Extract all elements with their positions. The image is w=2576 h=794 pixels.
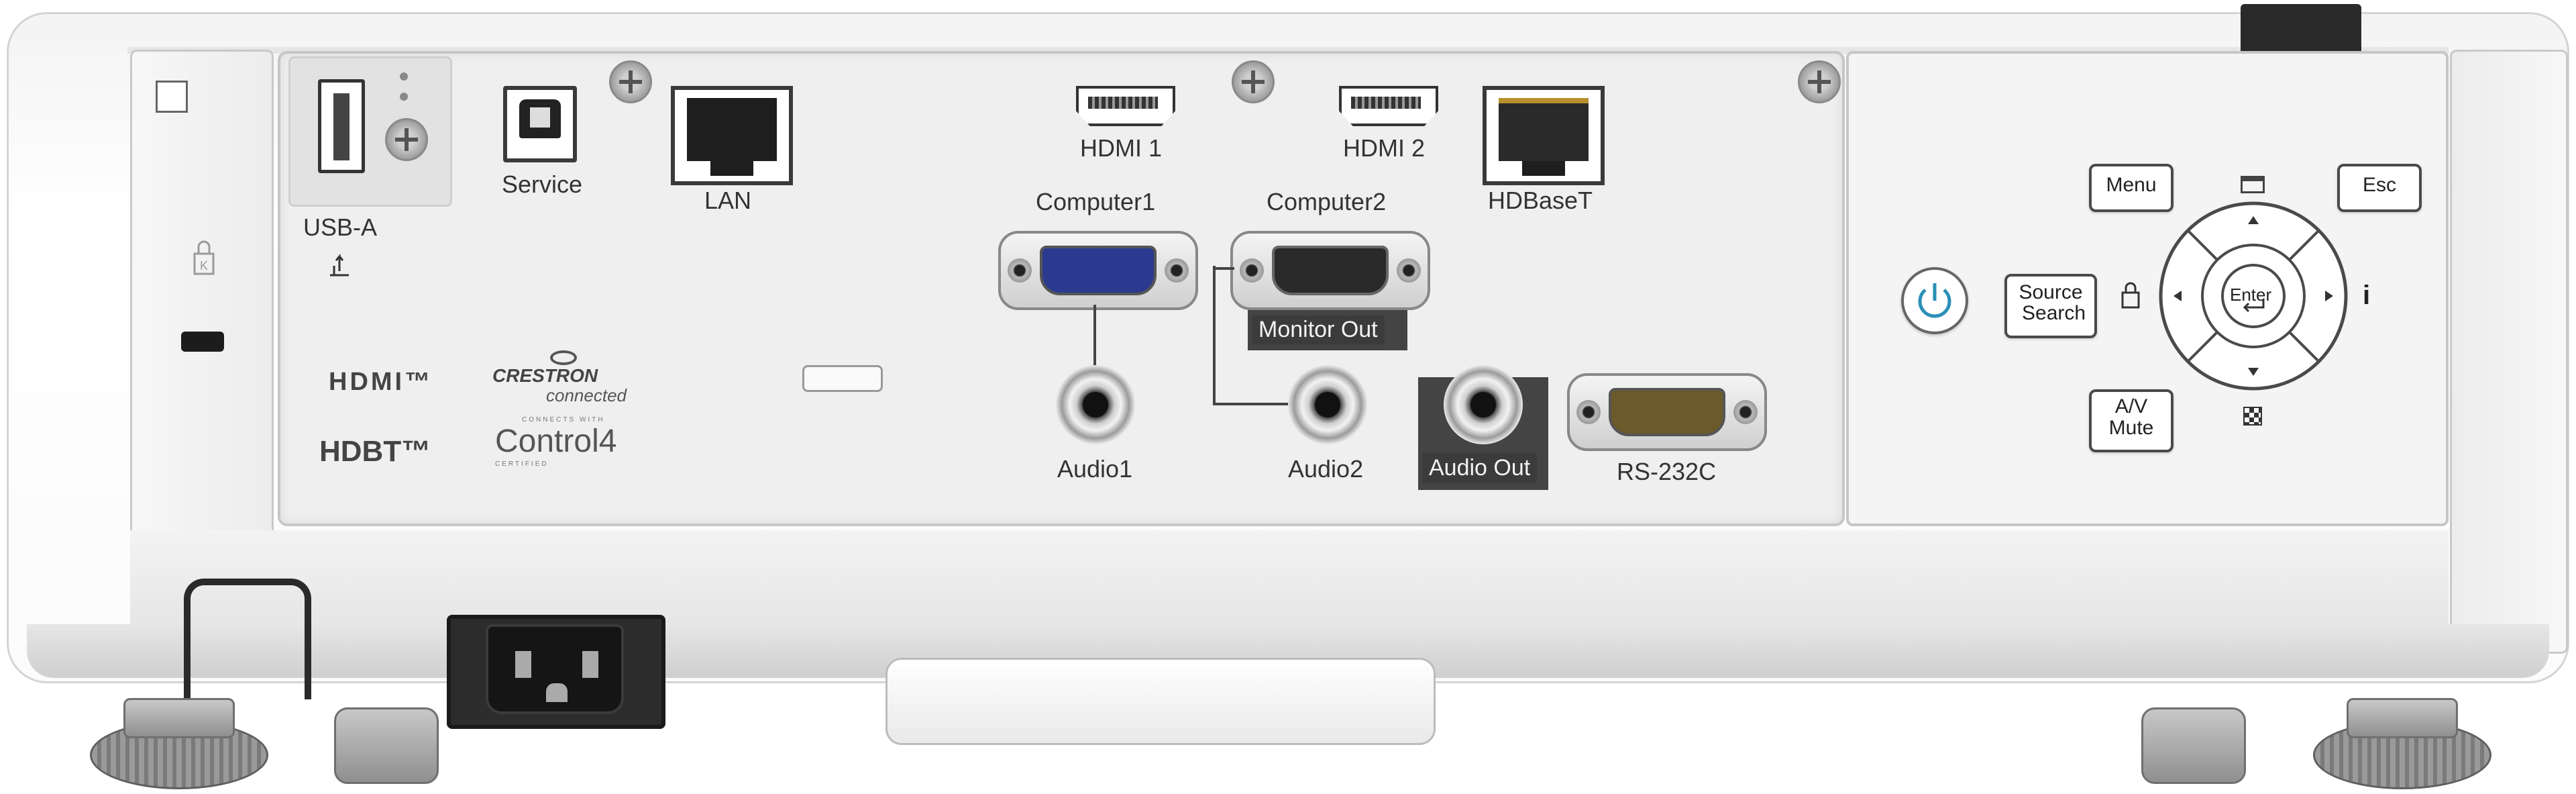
- menu-button[interactable]: Menu: [2089, 164, 2174, 212]
- computer1-audio-link-line: [1093, 305, 1096, 366]
- left-rear-foot: [334, 707, 439, 784]
- usb-recess: [288, 56, 452, 207]
- audio-out-label: Audio Out: [1422, 454, 1538, 483]
- hdmi-logo: HDMI™: [329, 368, 433, 396]
- arrow-right-icon: [2325, 291, 2333, 301]
- control4-bottom: CERTIFIED: [495, 460, 549, 468]
- info-label: i: [2363, 281, 2371, 310]
- power-button[interactable]: [1901, 267, 1968, 334]
- av-label: A/V: [2114, 395, 2148, 417]
- mute-label: Mute: [2108, 416, 2154, 439]
- source-search-line2: Search: [2022, 302, 2086, 324]
- source-search-button[interactable]: Source: [2004, 274, 2097, 338]
- audio-out-jack[interactable]: [1444, 365, 1523, 444]
- status-led: [400, 72, 408, 81]
- usb-a-label: USB-A: [303, 213, 378, 241]
- crestron-name: CRESTRON: [492, 365, 598, 386]
- usb-a-port[interactable]: [318, 79, 365, 173]
- arrow-left-icon: [2174, 291, 2182, 301]
- panel-screw-3: [1798, 60, 1841, 103]
- panel-slot: [802, 365, 883, 392]
- hdmi-2-label: HDMI 2: [1343, 134, 1426, 162]
- control4-name: Control4: [495, 424, 617, 459]
- computer2-audio-link-line-h: [1213, 267, 1234, 270]
- window-icon: [2241, 176, 2265, 193]
- av-mute-button[interactable]: A/V Mute: [2089, 389, 2174, 452]
- audio1-label: Audio1: [1057, 455, 1133, 483]
- lan-port[interactable]: [671, 86, 793, 185]
- arrow-up-icon: [2248, 216, 2259, 224]
- status-led-2: [400, 93, 408, 101]
- direction-pad[interactable]: [2156, 199, 2351, 393]
- power-icon: [1918, 283, 1951, 318]
- computer2-audio-link-line: [1213, 266, 1216, 404]
- service-label: Service: [502, 170, 583, 198]
- hdmi-1-port[interactable]: [1076, 86, 1175, 126]
- service-port[interactable]: [503, 86, 577, 162]
- rs232c-port[interactable]: [1567, 373, 1767, 451]
- panel-screw-1: [609, 60, 652, 103]
- enter-return-icon: [2243, 299, 2265, 313]
- monitor-out-label: Monitor Out: [1252, 315, 1385, 344]
- hdmi-2-port[interactable]: [1339, 86, 1438, 126]
- hdbaset-port[interactable]: [1483, 86, 1605, 185]
- center-rest: [885, 658, 1436, 745]
- hdmi-1-label: HDMI 1: [1080, 134, 1163, 162]
- source-label: Source: [2019, 281, 2083, 303]
- kensington-lock-icon: K: [191, 239, 217, 277]
- panel-screw-2: [1232, 60, 1275, 103]
- rs232c-label: RS-232C: [1617, 458, 1717, 485]
- lan-label: LAN: [704, 187, 752, 214]
- computer1-label: Computer1: [1036, 188, 1156, 215]
- indicator-window: [156, 81, 188, 113]
- pattern-icon: [2243, 407, 2262, 426]
- hdbaset-label: HDBaseT: [1488, 187, 1593, 214]
- crestron-connected: connected: [546, 385, 627, 405]
- lower-band: [130, 530, 2449, 631]
- arrow-down-icon: [2248, 368, 2259, 376]
- usb-symbol-icon: [326, 251, 353, 278]
- computer1-vga-port[interactable]: [998, 231, 1198, 310]
- control4-top: CONNECTS WITH: [522, 416, 605, 424]
- control4-logo: CONNECTS WITH Control4 CERTIFIED: [495, 416, 649, 483]
- usb-cover-screw: [385, 118, 428, 161]
- svg-text:K: K: [200, 259, 208, 272]
- computer2-audio-link-line-h2: [1213, 403, 1293, 405]
- audio2-label: Audio2: [1288, 455, 1364, 483]
- security-slot[interactable]: [181, 332, 224, 352]
- crestron-swirl-icon: [550, 350, 577, 365]
- rear-tab: [2241, 4, 2361, 51]
- enter-label: Enter: [2230, 285, 2272, 305]
- audio2-jack[interactable]: [1288, 365, 1367, 444]
- right-side-bay: [2450, 50, 2568, 654]
- crestron-logo: CRESTRON connected: [492, 350, 660, 411]
- right-rear-foot: [2141, 707, 2246, 784]
- cable-holder: [184, 579, 311, 699]
- right-foot-post: [2347, 698, 2458, 738]
- top-bevel: [127, 47, 2449, 54]
- lock-icon: [2120, 281, 2141, 310]
- ac-power-inlet[interactable]: [486, 624, 624, 714]
- computer2-label: Computer2: [1267, 188, 1387, 215]
- hdbt-logo: HDBT™: [319, 435, 431, 468]
- audio1-jack[interactable]: [1056, 365, 1135, 444]
- left-foot-post: [123, 698, 235, 738]
- esc-button[interactable]: Esc: [2337, 164, 2422, 212]
- computer2-vga-port[interactable]: [1230, 231, 1430, 310]
